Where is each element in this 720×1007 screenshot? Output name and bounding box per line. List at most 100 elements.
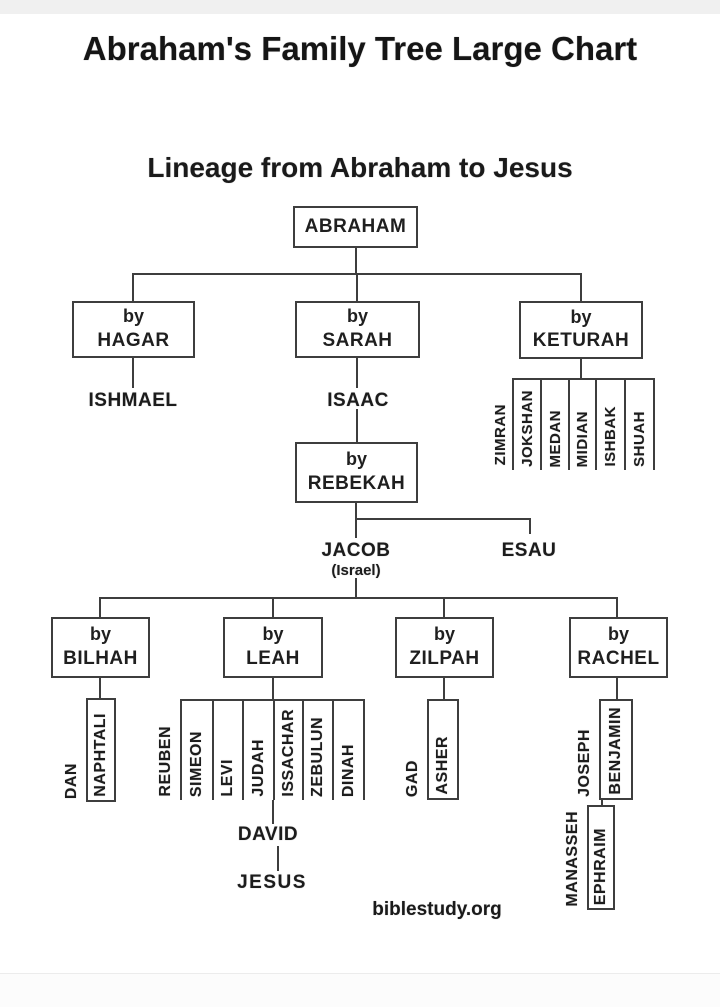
connector-line — [355, 578, 357, 597]
page-bottom-strip — [0, 973, 720, 1007]
node-manasseh: MANASSEH — [561, 805, 585, 910]
node-ishbak: ISHBAK — [595, 378, 626, 470]
connector-line — [277, 846, 279, 871]
child-name: LEVI — [219, 759, 236, 797]
node-jacob: JACOB — [321, 540, 391, 561]
wife-name: KETURAH — [532, 330, 630, 352]
node-abraham: ABRAHAM — [293, 206, 418, 248]
node-abraham-label: ABRAHAM — [304, 215, 407, 237]
child-name: ISHBAK — [602, 406, 619, 467]
node-reuben: REUBEN — [154, 699, 178, 800]
node-simeon: SIMEON — [180, 699, 214, 800]
node-wife-leah: by LEAH — [223, 617, 323, 678]
node-dinah: DINAH — [332, 699, 365, 800]
node-wife-bilhah: by BILHAH — [51, 617, 150, 678]
node-midian: MIDIAN — [568, 378, 597, 470]
wife-prefix: by — [433, 624, 455, 645]
child-name: MIDIAN — [574, 410, 591, 467]
node-joseph: JOSEPH — [573, 699, 597, 800]
wife-name: REBEKAH — [307, 472, 406, 494]
connector-line — [356, 409, 358, 442]
node-wife-hagar: by HAGAR — [72, 301, 195, 358]
node-medan: MEDAN — [540, 378, 570, 470]
wife-prefix: by — [262, 624, 284, 645]
node-zimran: ZIMRAN — [488, 378, 512, 468]
node-shuah: SHUAH — [624, 378, 655, 470]
connector-line — [272, 800, 274, 824]
node-gad: GAD — [401, 699, 425, 800]
node-ishmael: ISHMAEL — [88, 390, 178, 411]
connector-line — [355, 503, 357, 538]
connector-line — [443, 597, 445, 617]
wife-prefix: by — [607, 624, 629, 645]
child-name: NAPHTALI — [92, 713, 109, 797]
wife-name: SARAH — [322, 329, 393, 351]
child-name: JOSEPH — [576, 729, 593, 797]
wife-prefix: by — [89, 624, 111, 645]
wife-name: BILHAH — [63, 647, 138, 669]
connector-line — [99, 597, 101, 617]
node-judah: JUDAH — [242, 699, 275, 800]
connector-line — [356, 358, 358, 388]
connector-line — [601, 798, 603, 807]
connector-line — [355, 248, 357, 273]
wife-prefix: by — [345, 449, 367, 470]
node-naphtali: NAPHTALI — [86, 698, 116, 802]
node-wife-keturah: by KETURAH — [519, 301, 643, 359]
node-wife-zilpah: by ZILPAH — [395, 617, 494, 678]
node-wife-rebekah: by REBEKAH — [295, 442, 418, 503]
chart-subtitle: Lineage from Abraham to Jesus — [147, 152, 573, 183]
node-isaac: ISAAC — [327, 390, 389, 411]
child-name: MANASSEH — [564, 811, 581, 907]
node-jokshan: JOKSHAN — [512, 378, 542, 470]
wife-prefix: by — [346, 306, 368, 327]
connector-line — [132, 358, 134, 388]
connector-line — [443, 678, 445, 699]
node-ephraim: EPHRAIM — [587, 805, 615, 910]
connector-line — [99, 597, 618, 599]
child-name: JOKSHAN — [518, 390, 536, 467]
child-name: ASHER — [434, 736, 451, 795]
connector-line — [616, 597, 618, 617]
node-asher: ASHER — [427, 699, 459, 800]
node-benjamin: BENJAMIN — [599, 699, 633, 800]
connector-line — [356, 273, 358, 301]
child-name: DAN — [63, 762, 80, 799]
child-name: ZEBULUN — [309, 717, 326, 797]
node-issachar: ISSACHAR — [273, 699, 304, 800]
connector-line — [272, 597, 274, 617]
site-watermark: biblestudy.org — [372, 899, 502, 920]
node-dan: DAN — [60, 700, 84, 802]
connector-line — [132, 273, 134, 301]
wife-prefix: by — [122, 306, 144, 327]
connector-line — [355, 518, 531, 520]
child-name: MEDAN — [546, 409, 564, 468]
node-levi: LEVI — [212, 699, 244, 800]
connector-line — [529, 518, 531, 534]
child-name: GAD — [404, 759, 421, 797]
node-wife-sarah: by SARAH — [295, 301, 420, 358]
node-zebulun: ZEBULUN — [302, 699, 334, 800]
wife-name: ZILPAH — [409, 647, 480, 669]
child-name: EPHRAIM — [592, 827, 609, 905]
connector-line — [580, 273, 582, 301]
connector-line — [99, 678, 101, 698]
wife-name: LEAH — [246, 647, 300, 669]
node-jesus: JESUS — [237, 872, 307, 893]
child-name: SIMEON — [188, 730, 205, 797]
connector-line — [616, 678, 618, 699]
child-name: REUBEN — [157, 726, 174, 797]
node-wife-rachel: by RACHEL — [569, 617, 668, 678]
node-david: DAVID — [237, 824, 299, 845]
page-top-strip — [0, 0, 720, 14]
wife-name: HAGAR — [97, 329, 170, 351]
child-name: SHUAH — [631, 411, 648, 467]
node-jacob-alt-name: (Israel) — [331, 562, 381, 579]
child-name: DINAH — [339, 743, 357, 797]
child-name: ZIMRAN — [491, 403, 509, 465]
child-name: JUDAH — [249, 739, 267, 797]
child-name: BENJAMIN — [607, 707, 624, 795]
wife-name: RACHEL — [577, 647, 660, 669]
connector-line — [272, 678, 274, 699]
